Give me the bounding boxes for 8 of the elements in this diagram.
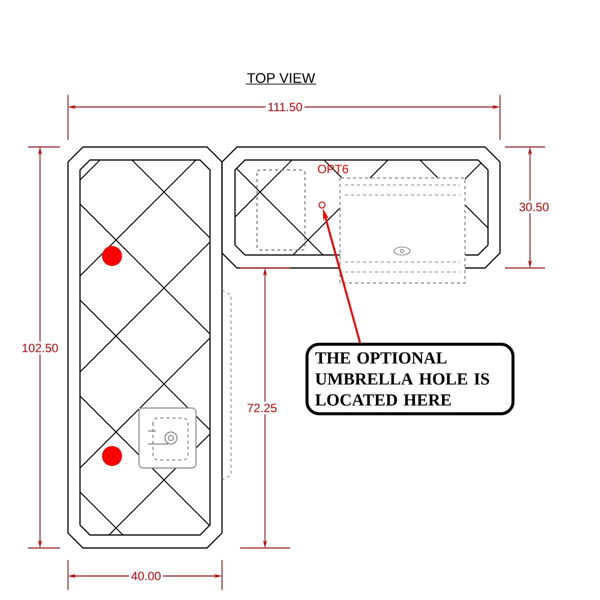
- umbrella-hole: [318, 202, 326, 208]
- dimension-text: 102.50: [20, 342, 60, 354]
- callout-box: THE OPTIONAL UMBRELLA HOLE IS LOCATED HERE: [306, 342, 514, 416]
- dimension-text: 40.00: [128, 570, 164, 582]
- dimension-text: 72.25: [245, 402, 280, 414]
- view-title: TOP VIEW: [247, 73, 316, 83]
- dimension-text: 30.50: [517, 200, 552, 214]
- dimension-text: 111.50: [266, 100, 304, 114]
